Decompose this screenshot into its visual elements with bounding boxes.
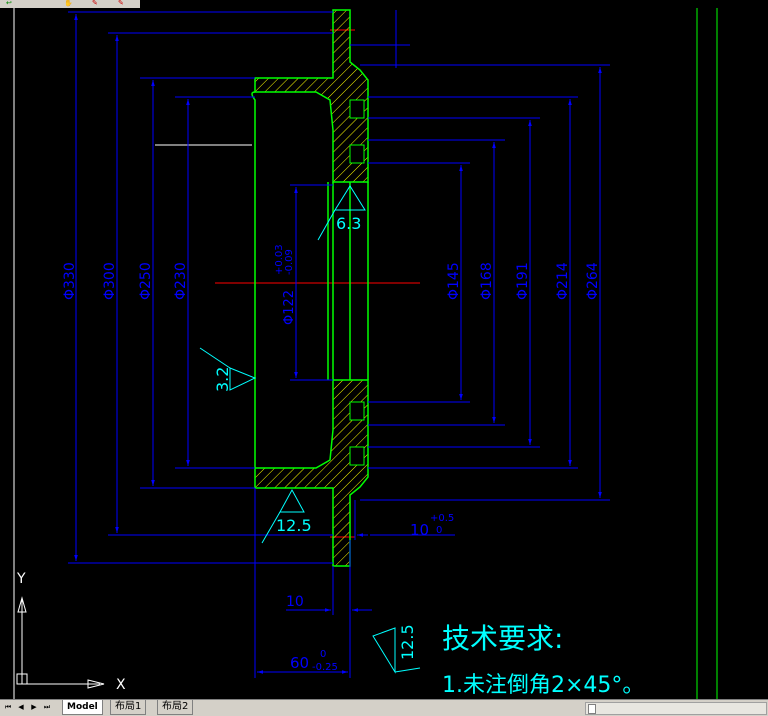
part-section-upper: [254, 9, 369, 183]
dim-len10b: 10: [286, 594, 304, 610]
dim-d145: Φ145: [446, 262, 462, 300]
dim-d230: Φ230: [173, 262, 189, 300]
drawing-canvas[interactable]: Φ330 Φ300 Φ250 Φ230 Φ122 +0.03 -0.09 Φ14…: [0, 8, 768, 699]
match-icon[interactable]: ✎: [92, 0, 98, 7]
notes-title: 技术要求:: [442, 622, 563, 655]
ucs-x-label: X: [116, 677, 126, 693]
roughness-12-5-a: 12.5: [276, 516, 312, 535]
dim-len10: 10: [410, 521, 429, 539]
drawing-frame: [13, 8, 718, 699]
dim-len10-tol-lower: 0: [436, 525, 442, 536]
technical-notes: 技术要求: 1.未注倒角2×45°。: [442, 622, 644, 698]
dim-d122-tol-upper: +0.03: [274, 244, 285, 275]
arrow-icon[interactable]: ↩: [6, 0, 12, 7]
dim-d122: Φ122: [282, 290, 297, 325]
dim-d330: Φ330: [62, 262, 78, 300]
horizontal-scrollbar[interactable]: [585, 702, 767, 715]
dimension-lines: [74, 14, 602, 674]
dimension-text: Φ330 Φ300 Φ250 Φ230 Φ122 +0.03 -0.09 Φ14…: [62, 244, 601, 673]
part-section-lower: [254, 379, 369, 567]
match-prop-icon[interactable]: ✎: [118, 0, 124, 7]
dim-d264: Φ264: [585, 262, 601, 300]
dim-d250: Φ250: [138, 262, 154, 300]
roughness-symbols: [199, 185, 421, 674]
ucs-y-label: Y: [16, 571, 26, 587]
roughness-6-3: 6.3: [336, 214, 361, 233]
roughness-text: 6.3 3.2 12.5 12.5: [213, 214, 417, 660]
part-bore-outline: [251, 91, 369, 468]
drawing-svg: Φ330 Φ300 Φ250 Φ230 Φ122 +0.03 -0.09 Φ14…: [13, 8, 718, 699]
scroll-thumb[interactable]: [588, 704, 596, 714]
dim-len60-tol-upper: 0: [320, 649, 326, 660]
dim-d122-tol-lower: -0.09: [284, 249, 295, 275]
tab-layout2[interactable]: 布局2: [157, 700, 194, 715]
next-tab-button[interactable]: ▶: [31, 703, 37, 711]
tab-model[interactable]: Model: [62, 700, 103, 715]
dim-d214: Φ214: [555, 262, 571, 300]
notes-line1: 1.未注倒角2×45°。: [442, 673, 644, 698]
extension-lines: [68, 10, 610, 678]
dim-d191: Φ191: [515, 262, 531, 300]
dim-d300: Φ300: [102, 262, 118, 300]
dim-len10-tol-upper: +0.5: [430, 513, 454, 524]
tab-layout1[interactable]: 布局1: [110, 700, 147, 715]
last-tab-button[interactable]: ⏭: [43, 703, 51, 711]
ucs-icon: [16, 596, 105, 689]
dim-d168: Φ168: [479, 262, 495, 300]
roughness-3-2: 3.2: [213, 367, 232, 392]
roughness-12-5-b: 12.5: [398, 624, 417, 660]
layout-tab-bar: ⏮ ◀ ▶ ⏭ Model 布局1 布局2: [0, 699, 768, 716]
pan-icon[interactable]: ✋: [64, 0, 73, 7]
dim-len60: 60: [290, 654, 309, 672]
first-tab-button[interactable]: ⏮: [4, 703, 12, 711]
dim-len60-tol-lower: -0.25: [312, 662, 338, 673]
prev-tab-button[interactable]: ◀: [18, 703, 24, 711]
